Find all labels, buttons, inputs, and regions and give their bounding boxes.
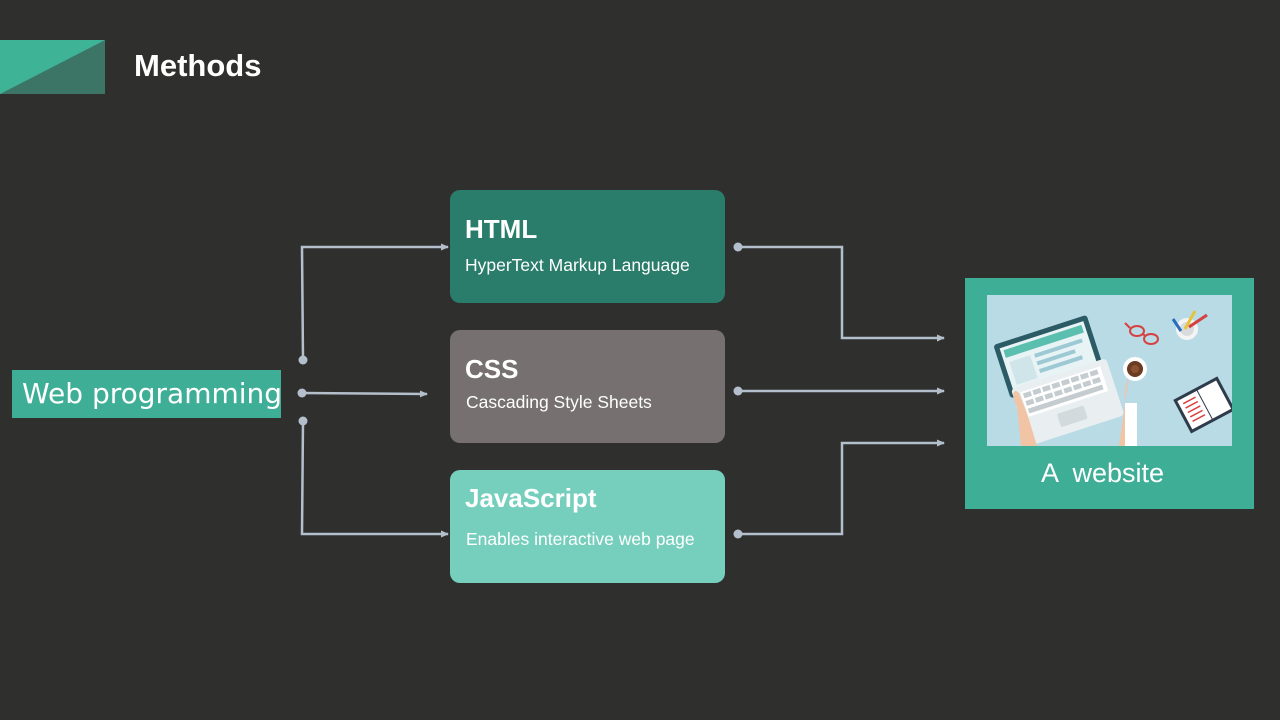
- laptop-workspace-illustration: [987, 295, 1232, 446]
- connector-to-css: [301, 390, 428, 398]
- web-programming-box: Web programming: [12, 370, 282, 418]
- connector-dot: [297, 388, 307, 398]
- css-method-box: CSS Cascading Style Sheets: [450, 330, 725, 443]
- connector-to-js: [300, 420, 449, 538]
- javascript-method-box: JavaScript Enables interactive web page: [450, 470, 725, 583]
- connector-dot: [733, 529, 743, 539]
- html-method-title: HTML: [465, 214, 538, 244]
- slide-title: Methods: [134, 48, 262, 83]
- html-method-description: HyperText Markup Language: [465, 255, 690, 275]
- connector-to-html: [300, 243, 449, 361]
- connector-dot: [298, 416, 308, 426]
- css-method-title: CSS: [465, 354, 519, 384]
- connector-dot: [733, 242, 743, 252]
- javascript-method-description: Enables interactive web page: [466, 529, 695, 549]
- connector-dot: [733, 386, 743, 396]
- title-accent-shape: [0, 40, 105, 94]
- connector-dot: [298, 355, 308, 365]
- html-method-box: HTML HyperText Markup Language: [450, 190, 725, 303]
- website-box: A website: [965, 278, 1254, 509]
- connector-html-to-website: [738, 245, 945, 342]
- javascript-method-title: JavaScript: [465, 483, 597, 513]
- website-label: A website: [1040, 458, 1165, 488]
- connector-js-to-website: [738, 439, 945, 536]
- css-method-description: Cascading Style Sheets: [466, 392, 652, 412]
